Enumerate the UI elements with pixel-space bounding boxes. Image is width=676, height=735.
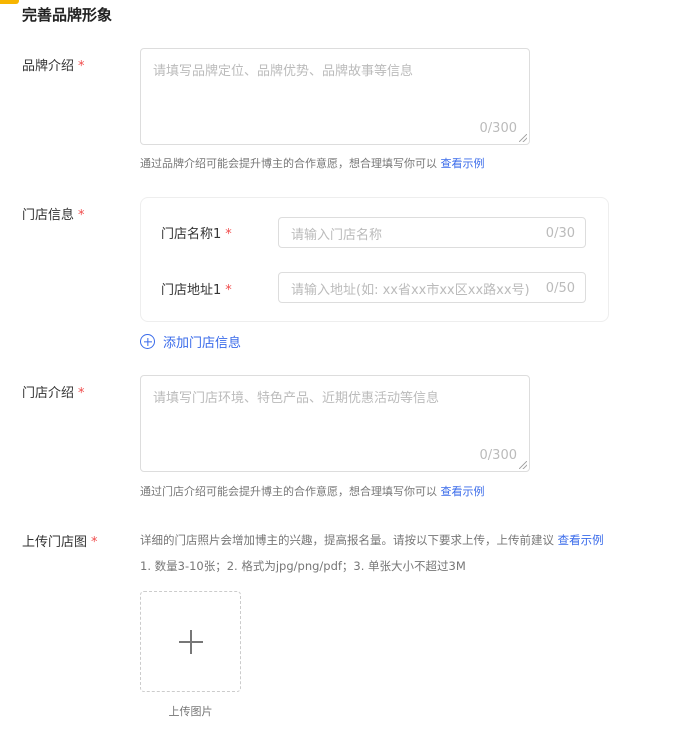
view-example-link[interactable]: 查看示例 [440, 485, 485, 498]
hint-text: 通过门店介绍可能会提升博主的合作意愿，想合理填写你可以 [140, 485, 441, 498]
required-mark: * [78, 208, 85, 223]
placeholder: 请填写品牌定位、品牌优势、品牌故事等信息 [153, 64, 414, 79]
upload-label: 上传门店图* [22, 531, 98, 550]
label-text: 门店名称1 [161, 227, 222, 242]
brand-intro-textarea[interactable]: 请填写品牌定位、品牌优势、品牌故事等信息 0/300 [140, 48, 530, 145]
section-accent-bar [0, 0, 19, 4]
label-text: 品牌介绍 [22, 59, 75, 74]
store-name-label: 门店名称1* [161, 223, 232, 242]
add-store-label: 添加门店信息 [163, 336, 242, 351]
brand-intro-hint: 通过品牌介绍可能会提升博主的合作意愿，想合理填写你可以 查看示例 [140, 155, 485, 171]
char-count: 0/300 [479, 448, 517, 463]
required-mark: * [225, 283, 232, 298]
store-info-label: 门店信息* [22, 204, 85, 223]
store-name-input[interactable]: 请输入门店名称 0/30 [278, 217, 586, 248]
resize-handle-icon[interactable] [519, 461, 527, 469]
placeholder: 请输入门店名称 [291, 228, 383, 243]
char-count: 0/300 [479, 121, 517, 136]
placeholder: 请填写门店环境、特色产品、近期优惠活动等信息 [153, 391, 440, 406]
view-example-link[interactable]: 查看示例 [557, 533, 604, 547]
char-count: 0/30 [545, 226, 575, 241]
upload-hint: 详细的门店照片会增加博主的兴趣，提高报名量。请按以下要求上传，上传前建议 查看示… [140, 532, 604, 548]
required-mark: * [78, 59, 85, 74]
plus-circle-icon [140, 334, 155, 349]
brand-intro-label: 品牌介绍* [22, 55, 85, 74]
placeholder: 请输入地址(如: xx省xx市xx区xx路xx号) [291, 283, 530, 298]
upload-image-label: 上传图片 [168, 705, 213, 718]
char-count: 0/50 [545, 281, 575, 296]
label-text: 门店地址1 [161, 283, 222, 298]
required-mark: * [91, 535, 98, 550]
store-intro-label: 门店介绍* [22, 382, 85, 401]
upload-image-button[interactable] [140, 591, 241, 692]
resize-handle-icon[interactable] [519, 134, 527, 142]
required-mark: * [225, 227, 232, 242]
label-text: 门店介绍 [22, 386, 75, 401]
store-address-input[interactable]: 请输入地址(如: xx省xx市xx区xx路xx号) 0/50 [278, 272, 586, 303]
section-title: 完善品牌形象 [22, 6, 113, 24]
required-mark: * [78, 386, 85, 401]
label-text: 上传门店图 [22, 535, 88, 550]
store-intro-textarea[interactable]: 请填写门店环境、特色产品、近期优惠活动等信息 0/300 [140, 375, 530, 472]
view-example-link[interactable]: 查看示例 [440, 157, 485, 170]
upload-rules: 1. 数量3-10张；2. 格式为jpg/png/pdf；3. 单张大小不超过3… [140, 559, 466, 573]
hint-text: 通过品牌介绍可能会提升博主的合作意愿，想合理填写你可以 [140, 157, 441, 170]
label-text: 门店信息 [22, 208, 75, 223]
hint-text: 详细的门店照片会增加博主的兴趣，提高报名量。请按以下要求上传，上传前建议 [140, 533, 558, 547]
store-address-label: 门店地址1* [161, 279, 232, 298]
store-intro-hint: 通过门店介绍可能会提升博主的合作意愿，想合理填写你可以 查看示例 [140, 483, 485, 499]
add-store-button[interactable]: 添加门店信息 [140, 332, 241, 351]
